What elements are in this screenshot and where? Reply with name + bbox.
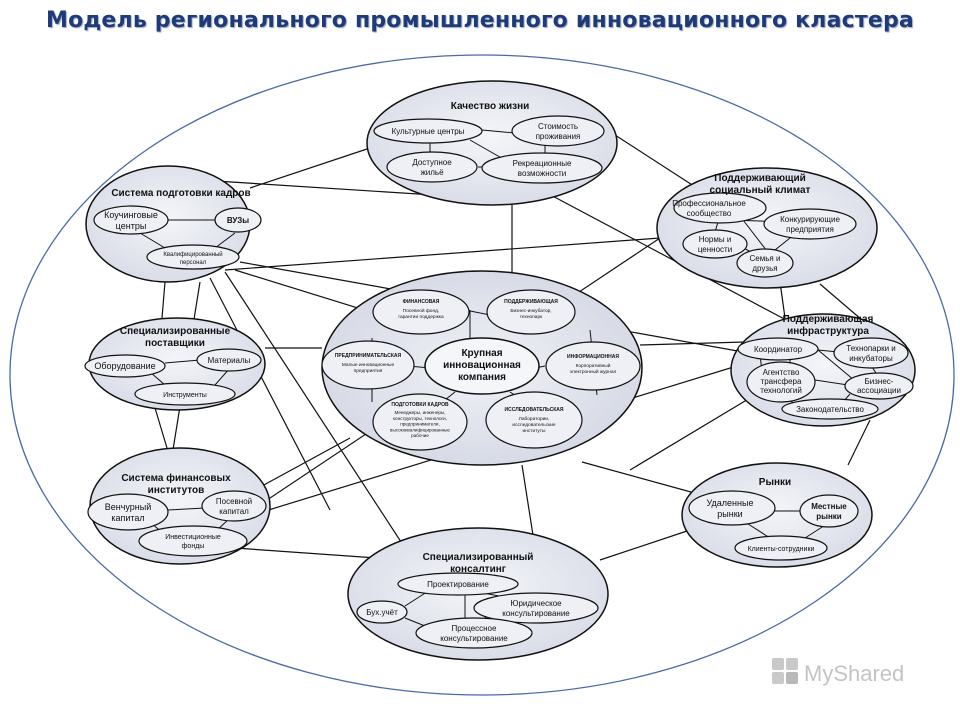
training-title: Система подготовки кадров: [111, 188, 250, 199]
watermark-icon: [772, 658, 798, 684]
item-accounting: Бух.учёт: [366, 608, 398, 617]
group-financial-institutions: [87, 447, 271, 565]
item-legislation: Законодательство: [796, 405, 864, 414]
item-design: Проектирование: [427, 580, 489, 589]
sector-training-title: ПОДГОТОВКИ КАДРОВ: [391, 402, 449, 408]
group-social-climate: [656, 167, 878, 289]
sector-finance-text: Посевной фонд,гарантии поддержка: [398, 307, 444, 320]
markets-title: Рынки: [759, 477, 791, 488]
item-coordinator: Координатор: [754, 345, 803, 354]
item-client-employees: Клиенты-сотрудники: [748, 546, 815, 553]
watermark-text: MyShared: [804, 661, 904, 686]
item-universities: ВУЗы: [227, 216, 249, 225]
group-central-company: [321, 270, 643, 466]
item-materials: Материалы: [208, 356, 251, 365]
sector-training-text: Менеджеры, инженеры,конструкторы, технол…: [390, 410, 450, 438]
sector-information-title: ИНФОРМАЦИОННАЯ: [567, 354, 619, 360]
sector-support-title: ПОДДЕРЖИВАЮЩАЯ: [504, 299, 558, 305]
group-consulting: [347, 527, 609, 661]
quality-title: Качество жизни: [451, 101, 530, 112]
group-markets: [681, 462, 873, 568]
sector-research-title: ИССЛЕДОВАТЕЛЬСКАЯ: [505, 407, 564, 413]
item-cultural-centers: Культурные центры: [392, 127, 465, 136]
group-quality-of-life: [366, 80, 618, 206]
group-suppliers: [84, 317, 266, 411]
sector-support-text: Бизнес-инкубатор,технопарк: [510, 308, 551, 320]
sector-finance-title: ФИНАНСОВАЯ: [403, 299, 440, 305]
item-equipment: Оборудование: [94, 361, 155, 371]
item-tools: Инструменты: [163, 392, 207, 399]
page-title: Модель регионального промышленного иннов…: [46, 8, 914, 33]
group-training-system: [85, 165, 262, 283]
group-infrastructure: [730, 313, 916, 427]
watermark-logo: MyShared: [772, 658, 904, 686]
sector-entrepreneurial-title: ПРЕДПРИНИМАТЕЛЬСКАЯ: [335, 353, 402, 359]
item-business-associations: Бизнес-ассоциации: [857, 377, 901, 395]
